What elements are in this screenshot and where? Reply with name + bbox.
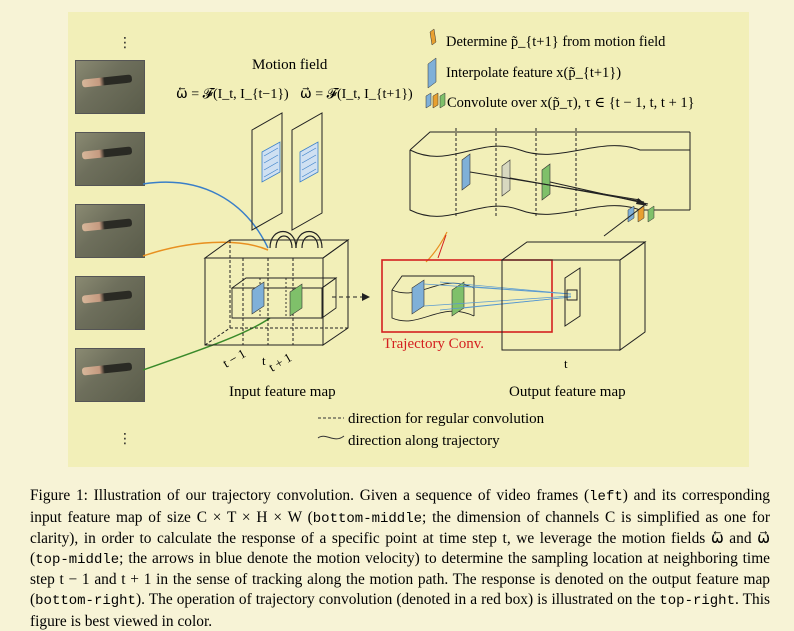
caption-code: bottom-middle — [312, 510, 422, 527]
traj-conv-lines — [423, 281, 572, 311]
caption-code: top-middle — [35, 551, 120, 568]
video-frame-2 — [75, 132, 145, 186]
motion-eq-fwd: ω⃗ = 𝓕(I_t, I_{t+1}) — [300, 87, 413, 102]
orange-to-box-curve — [425, 231, 448, 263]
output-feature-map — [500, 241, 647, 351]
ellipsis-top: ⋮ — [118, 35, 132, 51]
video-frame-4 — [75, 276, 145, 330]
ellipsis-bottom: ⋮ — [118, 431, 132, 447]
t-minus-1-label: t − 1 — [220, 346, 248, 371]
legend-result-icons — [627, 205, 655, 223]
input-map-label: Input feature map — [229, 384, 336, 400]
traj-conv-blue — [411, 279, 425, 315]
t-label: t — [262, 353, 266, 368]
motion-field-patches — [261, 141, 319, 183]
motion-eq-back: ω⃖ = 𝓕(I_t, I_{t−1}) — [176, 87, 289, 102]
regular-conv-label: direction for regular convolution — [348, 411, 545, 427]
determine-icon — [429, 28, 437, 46]
input-inner-box — [230, 277, 338, 319]
interpolate-icon — [427, 57, 437, 89]
caption-text: ) and its corresponding input feature ma… — [30, 487, 770, 526]
trajectory-conv-label: Trajectory Conv. — [383, 336, 484, 352]
output-point — [566, 289, 578, 301]
t-plus-1-label: t + 1 — [266, 350, 294, 375]
caption-text: Figure 1: Illustration of our trajectory… — [30, 487, 590, 504]
figure-panel — [68, 12, 749, 467]
t-output-label: t — [564, 356, 568, 371]
caption-code: top-right — [659, 592, 735, 609]
trajectory-line — [317, 435, 345, 440]
motion-arches — [269, 231, 323, 249]
caption-text: ). The operation of trajectory convoluti… — [135, 590, 660, 608]
input-feature-map — [203, 239, 350, 346]
legend-interpolate: Interpolate feature x(p̃_{t+1}) — [446, 65, 621, 81]
output-map-label: Output feature map — [509, 384, 626, 400]
caption-code: left — [589, 489, 623, 505]
motion-field-label: Motion field — [252, 57, 328, 73]
blue-flow-curve — [142, 181, 269, 249]
legend-icons — [425, 28, 446, 109]
trajectory-arrows — [469, 171, 649, 205]
trajectory-slices — [461, 153, 551, 201]
video-frame-5 — [75, 348, 145, 402]
caption-code: bottom-right — [35, 592, 136, 609]
trajectory-conv-box — [381, 259, 553, 333]
video-frame-1 — [75, 60, 145, 114]
legend-convolve: Convolute over x(p̃_τ), τ ∈ {t − 1, t, t… — [447, 95, 695, 111]
caption-text: ; the dimension of channels C is simplif… — [30, 508, 770, 567]
green-flow-curve — [142, 317, 271, 371]
along-traj-label: direction along trajectory — [348, 433, 500, 449]
input-blue-slice — [251, 281, 265, 315]
caption-text: ; the arrows in blue denote the motion v… — [30, 549, 770, 608]
motion-field-planes — [251, 112, 323, 231]
traj-conv-green — [451, 281, 465, 317]
figure-caption: Figure 1: Illustration of our trajectory… — [30, 486, 770, 631]
trajectory-block — [409, 128, 691, 218]
orange-flow-curve — [142, 241, 269, 257]
input-green-slice — [289, 283, 303, 317]
video-frame-3 — [75, 204, 145, 258]
legend-determine: Determine p̃_{t+1} from motion field — [446, 34, 666, 50]
